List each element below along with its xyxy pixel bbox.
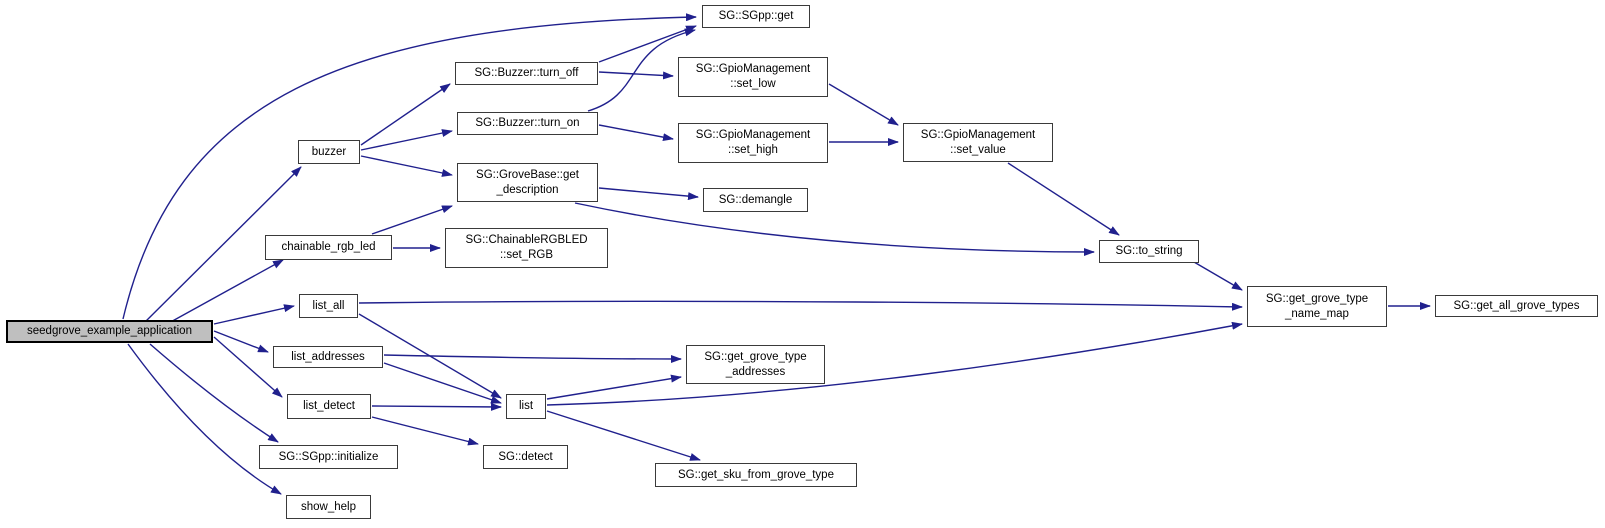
edge-main-to-show_help [127, 343, 282, 495]
edge-set_value-to-to_string [1007, 162, 1120, 236]
node-name_map[interactable]: SG::get_grove_type _name_map [1247, 286, 1387, 327]
node-initialize[interactable]: SG::SGpp::initialize [259, 445, 398, 469]
edge-turn_off-to-set_low [598, 71, 674, 80]
edge-list-to-addresses [546, 374, 682, 400]
node-set_high[interactable]: SG::GpioManagement ::set_high [678, 123, 828, 163]
edge-chainable-to-get_desc [371, 205, 453, 235]
edge-list_addresses-to-addresses [383, 354, 682, 363]
node-list_detect[interactable]: list_detect [287, 394, 371, 419]
node-addresses[interactable]: SG::get_grove_type _addresses [686, 345, 825, 384]
node-set_low[interactable]: SG::GpioManagement ::set_low [678, 57, 828, 97]
edge-main-to-list_detect [213, 336, 283, 398]
node-get_all[interactable]: SG::get_all_grove_types [1435, 295, 1598, 317]
node-set_value[interactable]: SG::GpioManagement ::set_value [903, 123, 1053, 162]
node-chainable[interactable]: chainable_rgb_led [265, 235, 392, 260]
edge-buzzer-to-turn_off [360, 83, 451, 146]
node-turn_on[interactable]: SG::Buzzer::turn_on [457, 112, 598, 135]
node-to_string[interactable]: SG::to_string [1099, 240, 1199, 263]
edge-get_desc-to-demangle [598, 187, 699, 201]
node-list_addresses[interactable]: list_addresses [273, 346, 383, 368]
node-get_desc[interactable]: SG::GroveBase::get _description [457, 163, 598, 202]
edge-main-to-list_addresses [213, 330, 269, 353]
node-buzzer[interactable]: buzzer [298, 140, 360, 164]
node-list[interactable]: list [506, 394, 546, 419]
edge-turn_off-to-sgpp_get [598, 25, 697, 63]
edge-main-to-list_all [213, 304, 295, 325]
node-set_rgb[interactable]: SG::ChainableRGBLED ::set_RGB [445, 228, 608, 268]
edge-list-to-name_map [546, 321, 1243, 406]
edge-turn_on-to-sgpp_get [587, 28, 696, 112]
node-sku[interactable]: SG::get_sku_from_grove_type [655, 463, 857, 487]
edge-get_desc-to-to_string [574, 202, 1095, 256]
edge-list_detect-to-sg_detect [371, 416, 479, 446]
edge-main-to-buzzer [139, 166, 302, 328]
edge-set_low-to-set_value [828, 83, 899, 126]
edge-main-to-initialize [149, 343, 279, 443]
node-demangle[interactable]: SG::demangle [703, 188, 808, 212]
node-sgpp_get[interactable]: SG::SGpp::get [702, 5, 810, 28]
node-sg_detect[interactable]: SG::detect [483, 445, 568, 469]
edge-list_detect-to-list [371, 402, 502, 411]
node-show_help[interactable]: show_help [286, 495, 371, 519]
edge-buzzer-to-get_desc [360, 155, 453, 177]
edge-buzzer-to-turn_on [360, 129, 453, 151]
node-list_all[interactable]: list_all [299, 294, 358, 318]
edge-list_all-to-name_map [358, 300, 1243, 311]
edge-list_addresses-to-list [383, 362, 502, 404]
edge-turn_on-to-set_high [598, 124, 674, 142]
edge-list-to-sku [546, 410, 701, 461]
edge-to_string-to-name_map [1193, 261, 1243, 291]
node-main[interactable]: seedgrove_example_application [6, 320, 213, 343]
node-turn_off[interactable]: SG::Buzzer::turn_off [455, 62, 598, 85]
edge-main-to-chainable [157, 259, 284, 330]
edge-main-to-sgpp_get [122, 13, 697, 320]
